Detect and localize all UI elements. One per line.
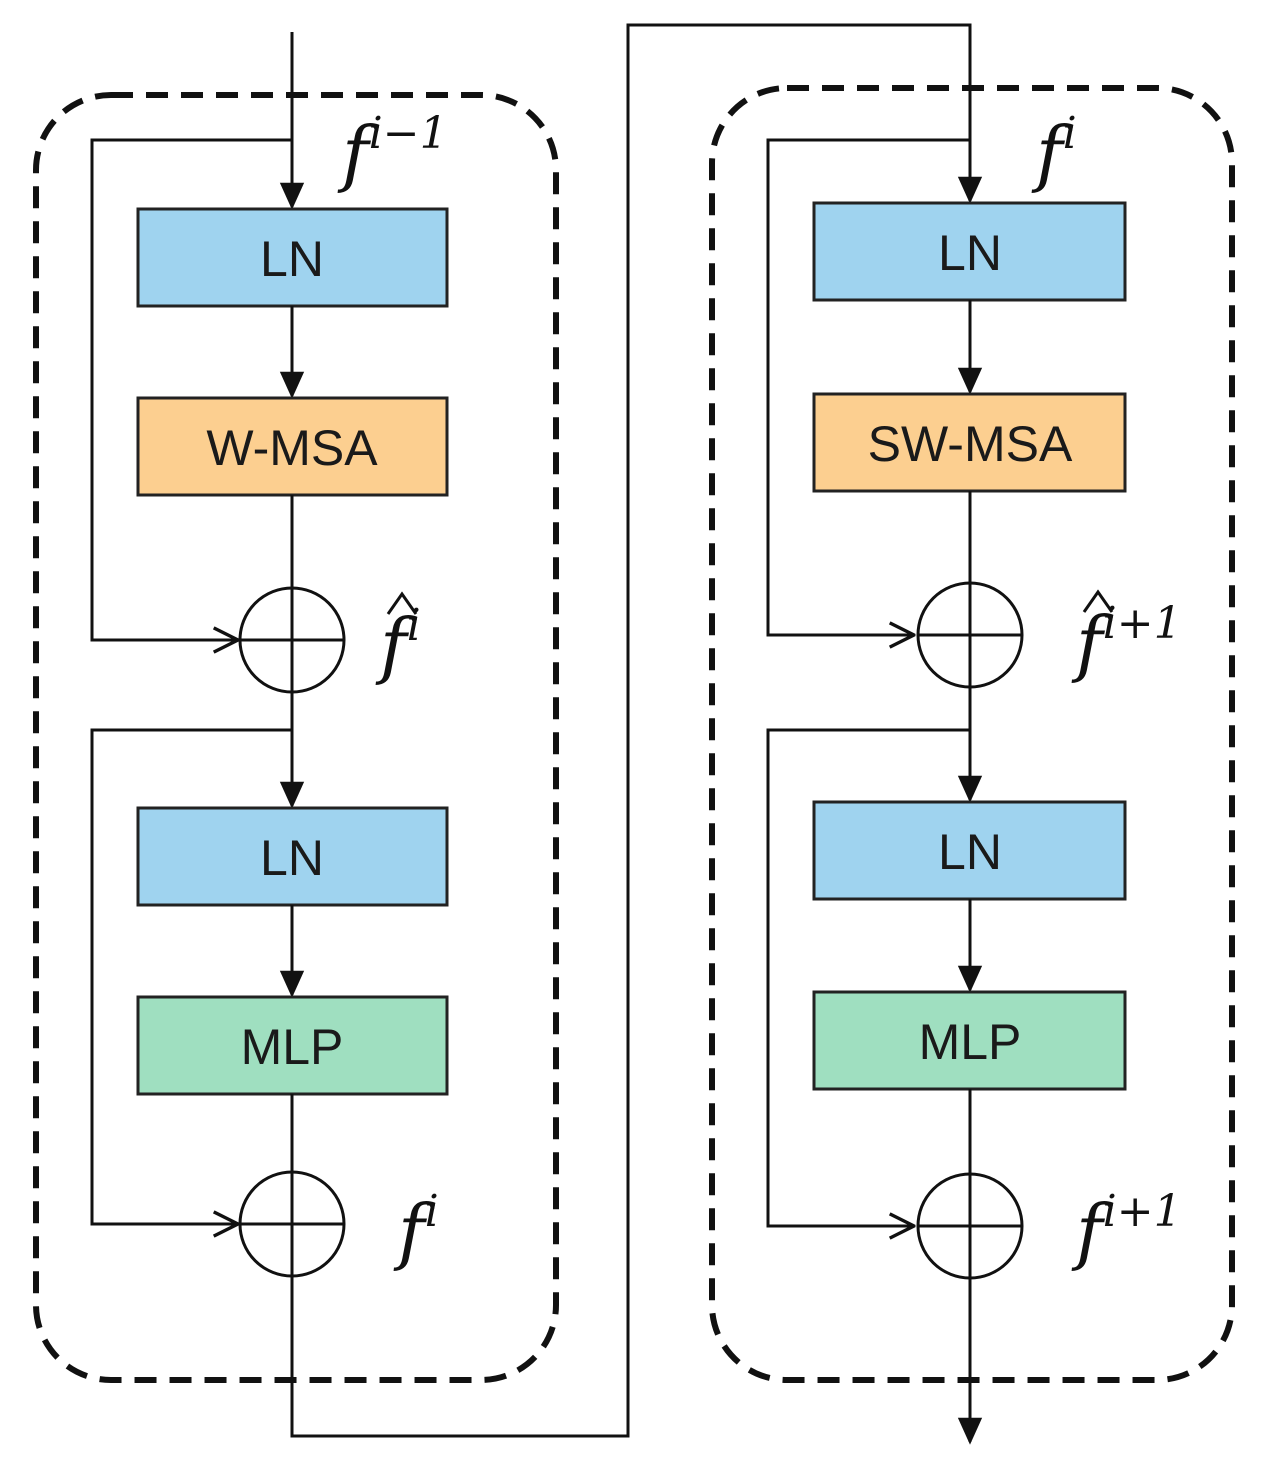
left-add-node-1 xyxy=(238,586,346,694)
right-add-node-1 xyxy=(916,581,1024,689)
left-skip-connection-2 xyxy=(90,728,292,1224)
right-attention-label: SW-MSA xyxy=(868,416,1073,472)
left-block-outline xyxy=(33,92,559,1383)
right-ln-top-label: LN xyxy=(938,225,1002,281)
right-ln-bottom-label: LN xyxy=(938,824,1002,880)
left-input-symbol: fi−1 xyxy=(337,108,448,195)
left-ln-top-label: LN xyxy=(260,231,324,287)
right-block-outline xyxy=(709,85,1235,1383)
left-mid-symbol: fi xyxy=(375,591,421,687)
left-add-node-2 xyxy=(238,1170,346,1278)
right-block: LN SW-MSA LN MLP fi xyxy=(766,108,1182,1445)
right-skip-connection-1 xyxy=(766,138,970,635)
left-ln-bottom-box xyxy=(136,806,449,907)
left-skip-connection-1 xyxy=(90,138,292,640)
hat-accent-icon xyxy=(1082,589,1114,613)
left-mlp-label: MLP xyxy=(241,1019,344,1075)
right-mlp-box xyxy=(812,990,1127,1091)
left-block: LN W-MSA LN MLP fi−1 xyxy=(90,32,449,1278)
right-add-node-2 xyxy=(916,1172,1024,1280)
right-output-symbol: fi+1 xyxy=(1071,1186,1182,1273)
left-output-symbol: fi xyxy=(393,1186,439,1273)
right-input-symbol: fi xyxy=(1031,108,1077,195)
hat-accent-icon xyxy=(386,591,418,615)
left-attention-label: W-MSA xyxy=(206,420,378,476)
right-skip-connection-2 xyxy=(766,728,970,1226)
left-ln-top-box xyxy=(136,207,449,308)
svg-text:fi+1: fi+1 xyxy=(1071,598,1182,685)
right-mlp-label: MLP xyxy=(919,1014,1022,1070)
left-ln-bottom-label: LN xyxy=(260,830,324,886)
right-attention-box xyxy=(812,392,1127,493)
right-ln-bottom-box xyxy=(812,800,1127,901)
svg-text:fi: fi xyxy=(375,600,421,687)
right-ln-top-box xyxy=(812,201,1127,302)
inter-block-connection xyxy=(290,23,983,1438)
right-mid-symbol: fi+1 xyxy=(1071,589,1182,685)
